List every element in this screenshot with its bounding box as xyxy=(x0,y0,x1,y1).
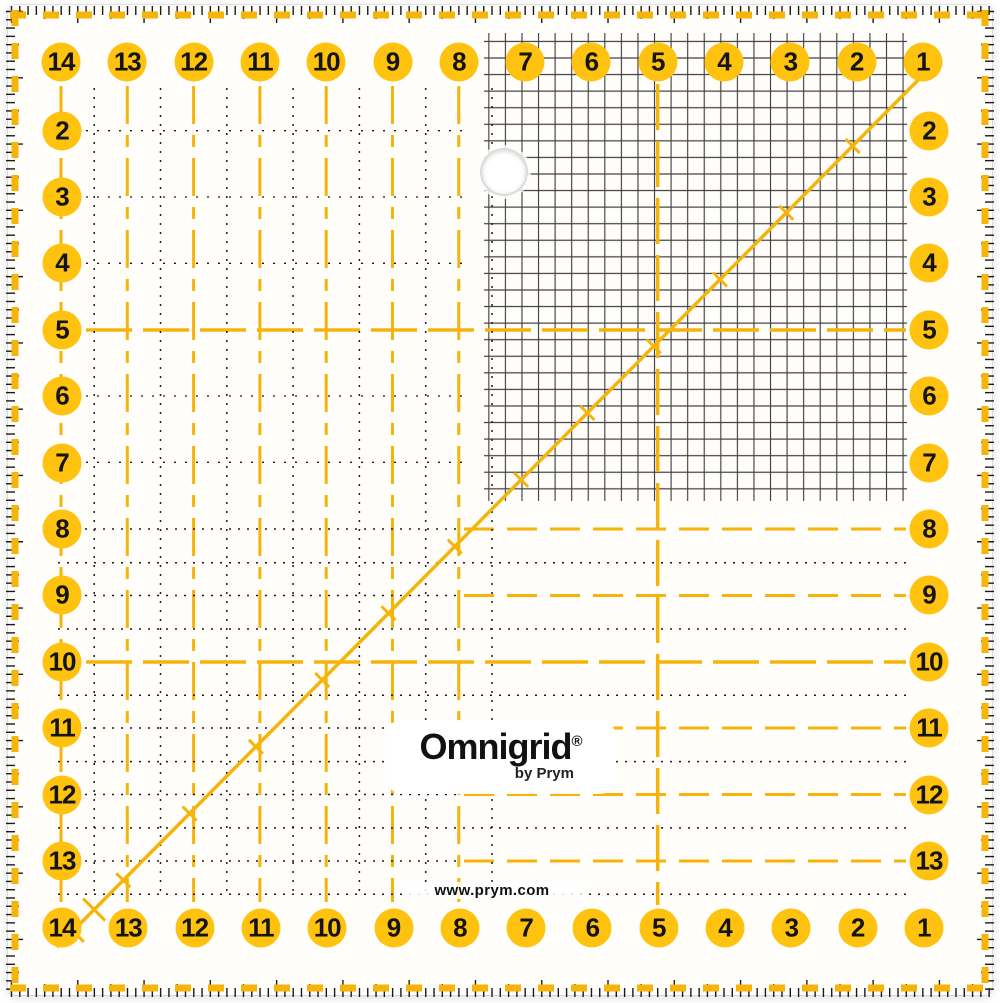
scale-top-number: 11 xyxy=(240,42,280,82)
scale-bottom-number: 2 xyxy=(838,908,878,948)
scale-left-number: 9 xyxy=(42,575,82,615)
scale-top-number: 6 xyxy=(571,42,611,82)
scale-left-number: 7 xyxy=(42,443,82,482)
scale-bottom-number: 12 xyxy=(175,908,215,948)
scale-left-number: 6 xyxy=(42,376,82,416)
scale-top-number: 5 xyxy=(638,42,678,82)
scale-top-number: 2 xyxy=(837,42,877,82)
scale-bottom-number: 13 xyxy=(108,908,148,948)
scale-top-number: 1 xyxy=(903,42,943,82)
scale-top-number: 10 xyxy=(306,42,346,82)
scale-top-number: 4 xyxy=(704,42,744,82)
scale-top-number: 3 xyxy=(770,42,810,82)
scale-bottom-number: 4 xyxy=(705,908,745,948)
scale-right-number: 12 xyxy=(909,775,949,814)
scale-right-number: 8 xyxy=(909,509,949,549)
scale-bottom-number: 10 xyxy=(307,908,347,948)
scale-left-number: 4 xyxy=(42,243,82,283)
scale-right-number: 3 xyxy=(909,177,949,217)
scale-right-number: 2 xyxy=(909,111,949,150)
scale-bottom-number: 14 xyxy=(42,908,82,948)
scale-bottom-number: 6 xyxy=(572,908,612,948)
scale-right-number: 6 xyxy=(909,376,949,416)
scale-left-number: 8 xyxy=(42,509,82,549)
scale-left-number: 3 xyxy=(42,177,82,217)
scale-left-number: 12 xyxy=(42,775,82,814)
scale-top-number: 9 xyxy=(373,42,412,82)
brand-plate: Omnigrid® by Prym xyxy=(388,722,614,792)
scale-right-number: 13 xyxy=(909,841,949,881)
scale-left-number: 11 xyxy=(42,708,82,748)
scale-bottom-number: 3 xyxy=(771,908,811,948)
scale-left-number: 10 xyxy=(42,642,82,682)
scale-right-number: 5 xyxy=(909,310,949,350)
scale-top-number: 7 xyxy=(505,42,545,82)
brand-name: Omnigrid® xyxy=(388,726,614,768)
scale-right-number: 4 xyxy=(909,243,949,283)
scale-left-number: 5 xyxy=(42,310,82,350)
website-label: www.prym.com xyxy=(402,882,582,899)
scale-left-number: 2 xyxy=(42,111,82,150)
scale-right-number: 7 xyxy=(909,443,949,482)
scale-bottom-number: 9 xyxy=(374,908,413,948)
scale-bottom-number: 5 xyxy=(639,908,679,948)
scale-bottom-number: 1 xyxy=(904,908,944,948)
scale-left-number: 13 xyxy=(42,841,82,881)
scale-right-number: 10 xyxy=(909,642,949,682)
scale-bottom-number: 8 xyxy=(440,908,480,948)
brand-byline: by Prym xyxy=(514,765,574,782)
scale-bottom-number: 7 xyxy=(506,908,546,948)
scale-right-number: 11 xyxy=(909,708,949,748)
scale-top-number: 12 xyxy=(174,42,214,82)
punch-hole xyxy=(480,148,528,196)
scale-top-number: 14 xyxy=(41,42,81,82)
scale-top-number: 8 xyxy=(439,42,479,82)
brand-text: Omnigrid xyxy=(419,726,572,767)
scale-right-number: 9 xyxy=(909,575,949,615)
crosshatch-grid xyxy=(484,33,907,501)
scale-top-number: 13 xyxy=(107,42,147,82)
registered-mark: ® xyxy=(571,733,583,750)
scale-bottom-number: 11 xyxy=(241,908,281,948)
